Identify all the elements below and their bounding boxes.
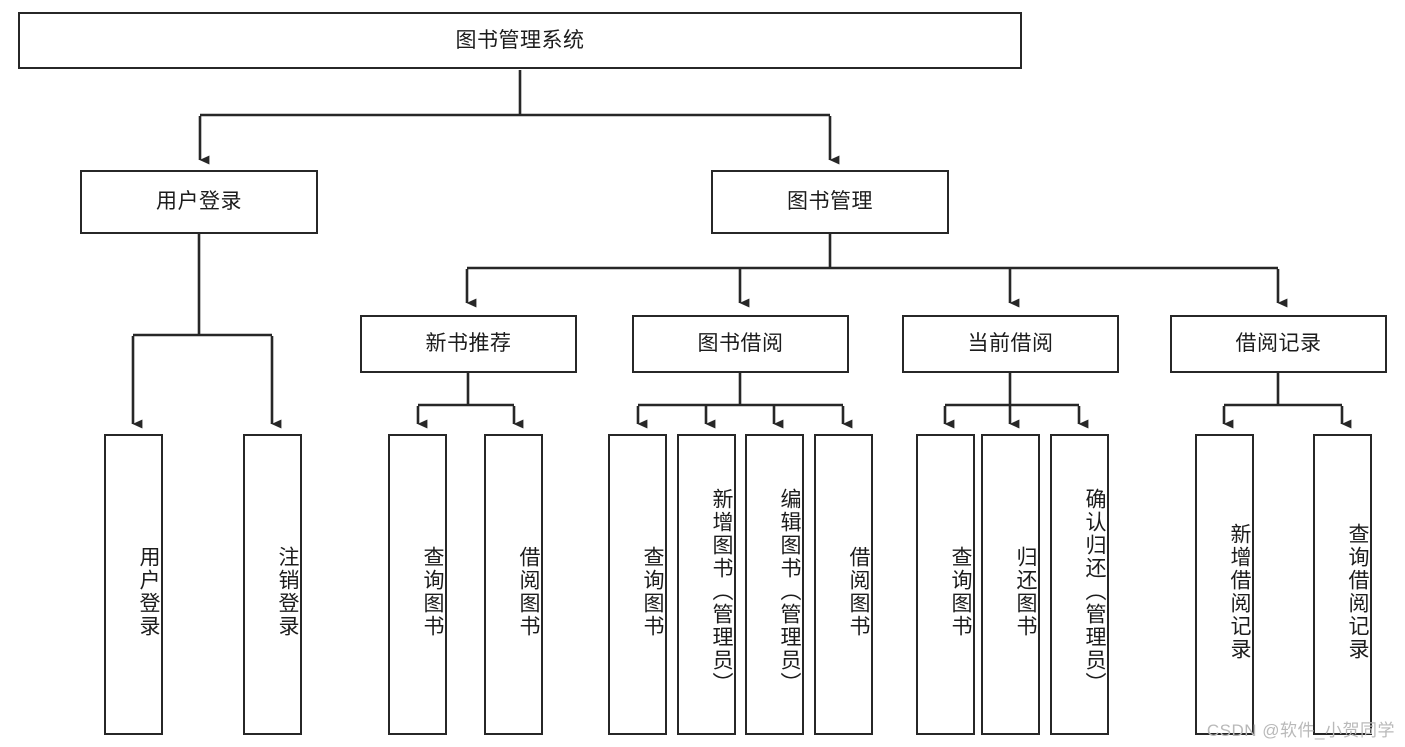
node-leaf-add-borrow-record[interactable]: 新增借阅记录 xyxy=(1195,434,1254,735)
node-leaf-logout[interactable]: 注销登录 xyxy=(243,434,302,735)
node-leaf-user-login-label: 用户登录 xyxy=(137,545,160,638)
edge-newbook-to-leaves xyxy=(416,373,524,429)
node-leaf-query-book-borrow-label: 查询图书 xyxy=(641,545,664,638)
csdn-watermark: CSDN @软件_小贺同学 xyxy=(1206,721,1395,740)
node-leaf-edit-book-admin[interactable]: 编辑图书（管理员） xyxy=(745,434,804,735)
node-leaf-borrow-book[interactable]: 借阅图书 xyxy=(814,434,873,735)
node-borrow-record[interactable]: 借阅记录 xyxy=(1170,315,1387,373)
node-borrow-record-label: 借阅记录 xyxy=(1235,332,1322,356)
node-leaf-query-book-current[interactable]: 查询图书 xyxy=(916,434,975,735)
edge-bookborrow-to-leaves xyxy=(636,373,853,429)
node-leaf-add-book-admin[interactable]: 新增图书（管理员） xyxy=(677,434,736,735)
node-book-management[interactable]: 图书管理 xyxy=(711,170,949,234)
node-leaf-borrow-book-recommend[interactable]: 借阅图书 xyxy=(484,434,543,735)
node-root-label: 图书管理系统 xyxy=(455,28,585,52)
node-book-borrow-label: 图书借阅 xyxy=(697,332,784,356)
node-current-borrow-label: 当前借阅 xyxy=(967,332,1054,356)
node-new-book-recommend-label: 新书推荐 xyxy=(425,332,512,356)
node-user-login[interactable]: 用户登录 xyxy=(80,170,318,234)
node-leaf-edit-book-admin-label: 编辑图书（管理员） xyxy=(778,488,801,695)
node-user-login-label: 用户登录 xyxy=(156,190,242,214)
node-leaf-query-book-recommend-label: 查询图书 xyxy=(421,545,444,638)
node-leaf-query-book-current-label: 查询图书 xyxy=(949,545,972,638)
edge-bookmgmt-to-level3 xyxy=(465,234,1288,308)
node-current-borrow[interactable]: 当前借阅 xyxy=(902,315,1119,373)
node-leaf-query-book-borrow[interactable]: 查询图书 xyxy=(608,434,667,735)
node-new-book-recommend[interactable]: 新书推荐 xyxy=(360,315,577,373)
node-leaf-return-book[interactable]: 归还图书 xyxy=(981,434,1040,735)
node-leaf-add-book-admin-label: 新增图书（管理员） xyxy=(710,488,733,695)
node-leaf-confirm-return-admin[interactable]: 确认归还（管理员） xyxy=(1050,434,1109,735)
node-leaf-query-book-recommend[interactable]: 查询图书 xyxy=(388,434,447,735)
node-leaf-return-book-label: 归还图书 xyxy=(1014,545,1037,638)
edge-userlogin-to-leaves xyxy=(131,234,282,429)
node-leaf-query-borrow-record[interactable]: 查询借阅记录 xyxy=(1313,434,1372,735)
node-leaf-borrow-book-recommend-label: 借阅图书 xyxy=(517,545,540,638)
node-leaf-query-borrow-record-label: 查询借阅记录 xyxy=(1346,522,1369,661)
node-leaf-user-login[interactable]: 用户登录 xyxy=(104,434,163,735)
node-leaf-add-borrow-record-label: 新增借阅记录 xyxy=(1228,522,1251,661)
node-leaf-confirm-return-admin-label: 确认归还（管理员） xyxy=(1083,488,1106,695)
edge-currentborrow-to-leaves xyxy=(943,373,1089,429)
edge-borrowrecord-to-leaves xyxy=(1222,373,1352,429)
edge-root-to-level2 xyxy=(198,70,840,165)
node-root-book-management-system[interactable]: 图书管理系统 xyxy=(18,12,1022,69)
node-book-borrow[interactable]: 图书借阅 xyxy=(632,315,849,373)
node-leaf-logout-label: 注销登录 xyxy=(276,545,299,638)
node-leaf-borrow-book-label: 借阅图书 xyxy=(847,545,870,638)
node-book-management-label: 图书管理 xyxy=(787,190,873,214)
